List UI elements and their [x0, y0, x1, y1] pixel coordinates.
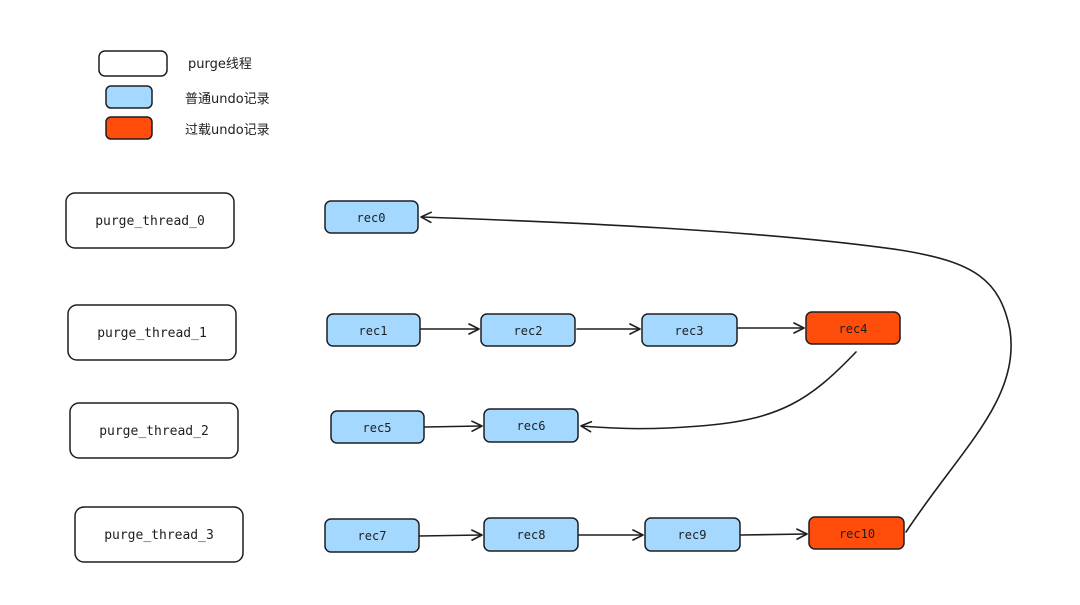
- record-label-rec5: rec5: [363, 421, 392, 435]
- record-rec10: rec10: [808, 516, 905, 550]
- record-label-rec0: rec0: [357, 211, 386, 225]
- record-rec1: rec1: [326, 313, 421, 347]
- legend-overloaded-swatch: [105, 116, 153, 140]
- legend-normal-label: 普通undo记录: [185, 92, 270, 107]
- record-label-rec3: rec3: [675, 324, 704, 338]
- record-boxes: rec0 rec1 rec2 rec3 rec4 rec5 rec6 rec7: [324, 200, 905, 553]
- record-label-rec8: rec8: [517, 528, 546, 542]
- record-label-rec10: rec10: [839, 527, 875, 541]
- record-rec8: rec8: [483, 517, 579, 552]
- record-label-rec1: rec1: [359, 324, 388, 338]
- arrow-rec9-rec10: [740, 528, 808, 540]
- record-label-rec2: rec2: [514, 324, 543, 338]
- record-label-rec9: rec9: [678, 528, 707, 542]
- record-rec2: rec2: [480, 313, 576, 347]
- record-label-rec4: rec4: [839, 322, 868, 336]
- thread-label-1: purge_thread_1: [97, 326, 207, 341]
- arrows: [418, 211, 1012, 541]
- arrow-rec4-rec6: [580, 351, 857, 433]
- thread-box-2: purge_thread_2: [69, 402, 239, 459]
- record-label-rec7: rec7: [358, 529, 387, 543]
- record-label-rec6: rec6: [517, 419, 546, 433]
- arrow-rec5-rec6: [424, 420, 483, 432]
- record-rec4: rec4: [805, 311, 901, 345]
- record-rec7: rec7: [324, 518, 420, 553]
- legend-overloaded-label: 过载undo记录: [185, 123, 270, 138]
- legend: purge线程 普通undo记录 过载undo记录: [98, 50, 270, 140]
- thread-label-3: purge_thread_3: [104, 528, 214, 543]
- thread-box-0: purge_thread_0: [65, 192, 235, 249]
- legend-normal-swatch: [105, 85, 153, 109]
- record-rec5: rec5: [330, 410, 425, 444]
- thread-boxes: purge_thread_0 purge_thread_1 purge_thre…: [65, 192, 244, 563]
- legend-thread-swatch: [98, 50, 168, 77]
- thread-box-1: purge_thread_1: [67, 304, 237, 361]
- arrow-rec10-rec0: [420, 211, 1012, 533]
- arrow-rec7-rec8: [418, 529, 483, 541]
- record-rec3: rec3: [641, 313, 738, 347]
- record-rec9: rec9: [644, 517, 741, 552]
- record-rec6: rec6: [483, 408, 579, 443]
- thread-label-2: purge_thread_2: [99, 424, 209, 439]
- thread-label-0: purge_thread_0: [95, 214, 205, 229]
- record-rec0: rec0: [324, 200, 419, 234]
- thread-box-3: purge_thread_3: [74, 506, 244, 563]
- legend-thread-label: purge线程: [188, 57, 252, 72]
